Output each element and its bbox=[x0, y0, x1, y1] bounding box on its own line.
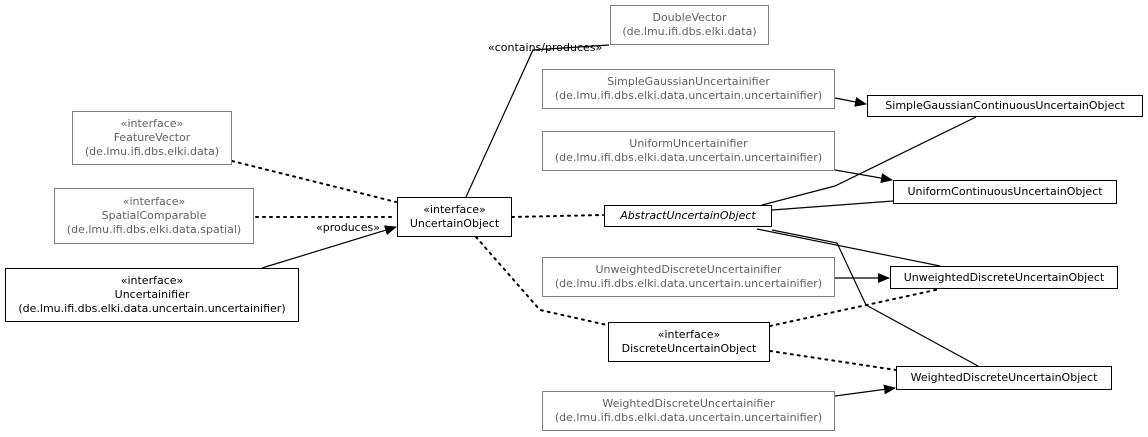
class-name: UniformUncertainifier bbox=[629, 137, 748, 150]
class-name: DiscreteUncertainObject bbox=[621, 342, 757, 355]
edge-simple-gaussian-uncertainifier-to-simple-gaussian-continuous-uncertain-object bbox=[834, 97, 867, 107]
class-stereotype: «interface» bbox=[657, 328, 721, 341]
class-box-weighted-discrete-uncertain-object[interactable]: WeightedDiscreteUncertainObject bbox=[896, 366, 1112, 390]
class-name: UniformContinuousUncertainObject bbox=[907, 185, 1103, 198]
class-box-simple-gaussian-continuous-uncertain-object[interactable]: SimpleGaussianContinuousUncertainObject bbox=[867, 95, 1143, 117]
class-name: DoubleVector bbox=[652, 11, 727, 24]
class-package: (de.lmu.ifi.dbs.elki.data.uncertain.unce… bbox=[554, 151, 823, 164]
class-name: UnweightedDiscreteUncertainObject bbox=[903, 270, 1105, 284]
class-name: WeightedDiscreteUncertainObject bbox=[910, 371, 1098, 384]
edge-uniform-uncertainifier-to-uniform-continuous-uncertain-object bbox=[834, 169, 893, 184]
class-box-weighted-discrete-uncertainifier[interactable]: WeightedDiscreteUncertainifier(de.lmu.if… bbox=[542, 391, 835, 431]
edge-weighted-discrete-uncertainifier-to-weighted-discrete-uncertain-object bbox=[834, 384, 896, 397]
class-name: AbstractUncertainObject bbox=[620, 209, 756, 222]
class-package: (de.lmu.ifi.dbs.elki.data) bbox=[84, 145, 220, 158]
edge-uncertain-object-to-discrete-uncertain-object bbox=[475, 236, 608, 326]
edge-abstract-uncertain-object-to-simple-gaussian-continuous-uncertain-object bbox=[761, 116, 977, 206]
class-stereotype: «interface» bbox=[120, 274, 184, 287]
edge-label-uncertainifier-to-uncertain-object: «produces» bbox=[316, 221, 380, 234]
class-package: (de.lmu.ifi.dbs.elki.data.uncertain.unce… bbox=[554, 89, 823, 102]
class-stereotype: «interface» bbox=[122, 195, 186, 208]
class-box-double-vector[interactable]: DoubleVector(de.lmu.ifi.dbs.elki.data) bbox=[610, 5, 769, 45]
class-box-uncertain-object[interactable]: «interface»UncertainObject bbox=[397, 197, 512, 237]
class-package: (de.lmu.ifi.dbs.elki.data.uncertain.unce… bbox=[554, 411, 823, 424]
class-name: FeatureVector bbox=[113, 131, 191, 144]
class-name: UnweightedDiscreteUncertainifier bbox=[595, 263, 782, 276]
class-box-abstract-uncertain-object[interactable]: AbstractUncertainObject bbox=[604, 205, 772, 227]
class-box-spatial-comparable[interactable]: «interface»SpatialComparable(de.lmu.ifi.… bbox=[54, 188, 254, 244]
edge-discrete-uncertain-object-to-unweighted-discrete-uncertain-object bbox=[769, 288, 941, 327]
edge-uncertainifier-to-uncertain-object bbox=[261, 225, 397, 269]
class-name: SimpleGaussianContinuousUncertainObject bbox=[885, 99, 1125, 112]
class-stereotype: «interface» bbox=[423, 203, 486, 216]
edge-feature-vector-to-uncertain-object bbox=[231, 160, 397, 203]
edge-uncertain-object-to-abstract-uncertain-object bbox=[511, 214, 604, 218]
class-package: (de.lmu.ifi.dbs.elki.data) bbox=[622, 25, 757, 38]
edge-abstract-uncertain-object-to-uniform-continuous-uncertain-object bbox=[771, 200, 894, 211]
class-box-uniform-continuous-uncertain-object[interactable]: UniformContinuousUncertainObject bbox=[893, 180, 1117, 204]
edge-abstract-uncertain-object-to-weighted-discrete-uncertain-object bbox=[771, 229, 979, 367]
class-name: SpatialComparable bbox=[101, 209, 207, 222]
class-box-unweighted-discrete-uncertain-object[interactable]: UnweightedDiscreteUncertainObject bbox=[890, 266, 1118, 289]
class-box-feature-vector[interactable]: «interface»FeatureVector(de.lmu.ifi.dbs.… bbox=[72, 111, 232, 165]
class-box-discrete-uncertain-object[interactable]: «interface»DiscreteUncertainObject bbox=[608, 322, 770, 362]
class-package: (de.lmu.ifi.dbs.elki.data.spatial) bbox=[66, 223, 242, 236]
class-name: Uncertainifier bbox=[114, 288, 190, 301]
edge-abstract-uncertain-object-to-unweighted-discrete-uncertain-object bbox=[756, 228, 941, 267]
edge-discrete-uncertain-object-to-weighted-discrete-uncertain-object bbox=[769, 350, 897, 371]
class-box-uniform-uncertainifier[interactable]: UniformUncertainifier(de.lmu.ifi.dbs.elk… bbox=[542, 131, 835, 171]
class-name: SimpleGaussianUncertainifier bbox=[607, 75, 770, 88]
class-name: UncertainObject bbox=[409, 217, 500, 230]
class-box-simple-gaussian-uncertainifier[interactable]: SimpleGaussianUncertainifier(de.lmu.ifi.… bbox=[542, 69, 835, 109]
edge-uncertain-object-to-double-vector bbox=[465, 44, 610, 198]
class-box-unweighted-discrete-uncertainifier[interactable]: UnweightedDiscreteUncertainifier(de.lmu.… bbox=[542, 257, 835, 297]
class-package: (de.lmu.ifi.dbs.elki.data.uncertain.unce… bbox=[554, 277, 823, 290]
class-stereotype: «interface» bbox=[120, 117, 184, 130]
class-package: (de.lmu.ifi.dbs.elki.data.uncertain.unce… bbox=[18, 302, 286, 315]
edge-label-uncertain-object-to-double-vector: «contains/produces» bbox=[488, 41, 603, 54]
class-box-uncertainifier[interactable]: «interface»Uncertainifier(de.lmu.ifi.dbs… bbox=[5, 268, 299, 322]
class-name: WeightedDiscreteUncertainifier bbox=[602, 397, 775, 410]
